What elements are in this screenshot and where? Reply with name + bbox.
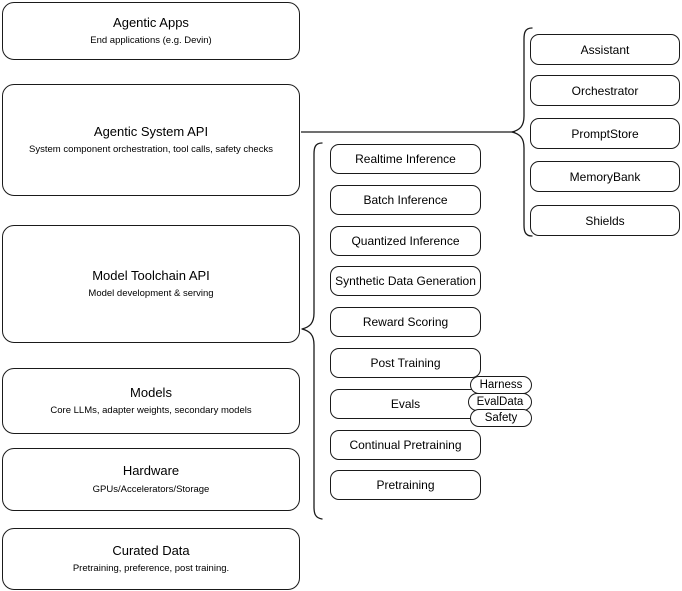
stack-layer-subtitle: Model development & serving — [88, 288, 214, 300]
agentic-component-shields[interactable]: Shields — [530, 205, 680, 236]
stack-layer-subtitle: Core LLMs, adapter weights, secondary mo… — [50, 405, 252, 417]
brace-agentic-components — [510, 26, 536, 238]
stack-layer-subtitle: Pretraining, preference, post training. — [72, 563, 230, 575]
agentic-component-label: PromptStore — [571, 126, 639, 141]
stack-layer-hardware[interactable]: Hardware GPUs/Accelerators/Storage — [2, 448, 300, 511]
capability-synthetic-data-generation[interactable]: Synthetic Data Generation — [330, 266, 481, 296]
stack-layer-title: Hardware — [122, 463, 180, 479]
stack-layer-curated-data[interactable]: Curated Data Pretraining, preference, po… — [2, 528, 300, 590]
capability-batch-inference[interactable]: Batch Inference — [330, 185, 481, 215]
capability-realtime-inference[interactable]: Realtime Inference — [330, 144, 481, 174]
capability-label: Reward Scoring — [362, 315, 449, 329]
eval-tag-label: EvalData — [476, 396, 524, 408]
capability-label: Continual Pretraining — [349, 438, 462, 452]
eval-tag-safety[interactable]: Safety — [470, 409, 532, 427]
brace-toolchain-capabilities — [298, 141, 324, 521]
agentic-component-label: Orchestrator — [571, 83, 639, 98]
capability-label: Evals — [390, 397, 421, 411]
capability-evals[interactable]: Evals — [330, 389, 481, 419]
eval-tag-label: Safety — [484, 412, 518, 424]
eval-tag-label: Harness — [479, 379, 523, 391]
capability-label: Synthetic Data Generation — [335, 274, 476, 288]
capability-continual-pretraining[interactable]: Continual Pretraining — [330, 430, 481, 460]
stack-layer-model-toolchain-api[interactable]: Model Toolchain API Model development & … — [2, 225, 300, 343]
capability-reward-scoring[interactable]: Reward Scoring — [330, 307, 481, 337]
stack-layer-title: Models — [130, 384, 172, 400]
agentic-component-assistant[interactable]: Assistant — [530, 34, 680, 65]
stack-layer-title: Curated Data — [112, 542, 190, 558]
agentic-component-promptstore[interactable]: PromptStore — [530, 118, 680, 149]
stack-layer-subtitle: End applications (e.g. Devin) — [90, 35, 212, 47]
capability-label: Realtime Inference — [355, 152, 456, 166]
stack-layer-subtitle: GPUs/Accelerators/Storage — [92, 483, 210, 495]
agentic-component-label: Shields — [585, 213, 625, 228]
stack-layer-agentic-apps[interactable]: Agentic Apps End applications (e.g. Devi… — [2, 2, 300, 60]
stack-layer-title: Agentic Apps — [113, 14, 189, 30]
capability-label: Quantized Inference — [351, 234, 460, 248]
stack-layer-title: Agentic System API — [93, 123, 209, 139]
connector-line-agentic-system — [300, 126, 516, 138]
agentic-component-orchestrator[interactable]: Orchestrator — [530, 75, 680, 106]
eval-tag-harness[interactable]: Harness — [470, 376, 532, 394]
capability-label: Post Training — [370, 356, 441, 370]
capability-post-training[interactable]: Post Training — [330, 348, 481, 378]
stack-layer-subtitle: System component orchestration, tool cal… — [29, 144, 273, 156]
capability-label: Batch Inference — [363, 193, 448, 207]
agentic-component-memorybank[interactable]: MemoryBank — [530, 161, 680, 192]
stack-layer-models[interactable]: Models Core LLMs, adapter weights, secon… — [2, 368, 300, 434]
capability-pretraining[interactable]: Pretraining — [330, 470, 481, 500]
capability-quantized-inference[interactable]: Quantized Inference — [330, 226, 481, 256]
stack-layer-title: Model Toolchain API — [92, 267, 210, 283]
capability-label: Pretraining — [376, 478, 435, 492]
stack-layer-agentic-system-api[interactable]: Agentic System API System component orch… — [2, 84, 300, 196]
agentic-component-label: Assistant — [580, 42, 630, 57]
agentic-component-label: MemoryBank — [569, 169, 641, 184]
